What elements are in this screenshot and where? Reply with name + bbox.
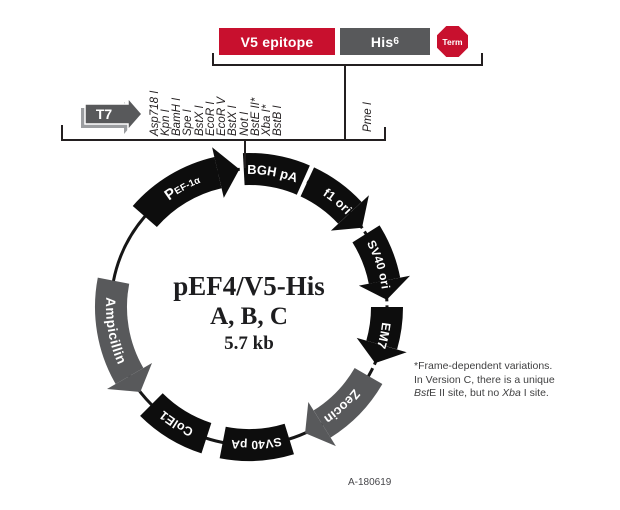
note-line-3: BstE II site, but no Xba I site. [414,387,594,401]
site-label-bsteii: BstE II* [250,97,262,136]
site-label-bstbi: BstB I [272,105,284,136]
segment-arc-sv40-ori [352,225,401,285]
arrowhead-zeocin-icon [305,402,336,447]
segment-arc-pef1a [132,157,223,228]
his-label: His [370,33,394,50]
segment-arc-f1-ori [300,167,362,225]
plasmid-name: pEF4/V5-His [173,271,325,301]
v5-epitope-label: V5 epitope [240,33,314,50]
site-label-ecori: EcoR I [205,101,217,136]
arrowhead-em7-icon [356,337,407,364]
junction-divider [354,355,393,377]
segment-arc-sv40-pa [219,423,294,462]
note-roman-2: I site. [520,387,549,399]
arrowhead-sv40-ori-icon [358,275,410,300]
note-line-1: *Frame-dependent variations. [414,360,553,372]
v5-epitope-box: V5 epitope [219,28,335,55]
t7-promoter-arrow: T7 [81,96,143,134]
plasmid-variants: A, B, C [210,303,288,330]
segment-label-em7: EM7 [374,322,393,351]
site-label-bstxi-1: BstX I [194,105,206,136]
site-label-asp718i: Asp718 I [149,90,161,137]
site-label-bstxi-2: BstX I [227,105,239,136]
site-label-xbai: Xba I* [261,104,273,137]
terminator-stop-icon: Term [437,26,468,57]
site-label-pmei: Pme I [362,101,374,132]
polylinker-bracket [61,125,386,141]
frame-variation-note: *Frame-dependent variations. In Version … [414,360,594,401]
junction-divider [295,161,316,201]
note-line-2: In Version C, there is a unique [414,373,555,386]
segment-arc-cole1 [140,392,212,454]
note-roman-1: E II site, but no [429,387,503,399]
plasmid-title-block: pEF4/V5-His A, B, C 5.7 kb [129,271,369,356]
segment-label-sv40-pa: SV40 pA [230,434,283,452]
arrowhead-pef1a-icon [212,147,240,198]
site-label-ecorv: EcoR V [216,96,228,136]
segment-arc-em7 [366,306,404,350]
site-label-bamhi: BamH I [171,97,183,136]
terminator-label: Term [442,36,463,47]
arrowhead-f1-ori-icon [330,195,369,231]
document-number: A-180619 [348,477,392,488]
junction-divider [238,149,245,190]
segment-arc-zeocin [313,367,383,438]
site-label-spei: Spe I [182,108,194,136]
segment-arc-ampicillin [94,277,144,385]
site-label-kpni: Kpn I [160,108,172,136]
site-label-noti: Not I [239,111,251,136]
plasmid-size: 5.7 kb [224,333,274,354]
note-bste-italic: Bst [414,387,430,399]
arrowhead-ampicillin-icon [107,363,152,392]
t7-label: T7 [96,106,113,122]
t7-arrow-icon [84,96,143,132]
junction-divider [366,300,407,306]
segment-arc-bgh-pa [242,153,311,196]
note-xba-italic: Xba [502,387,521,399]
epitope-bracket [212,53,483,66]
junction-divider [345,217,382,243]
